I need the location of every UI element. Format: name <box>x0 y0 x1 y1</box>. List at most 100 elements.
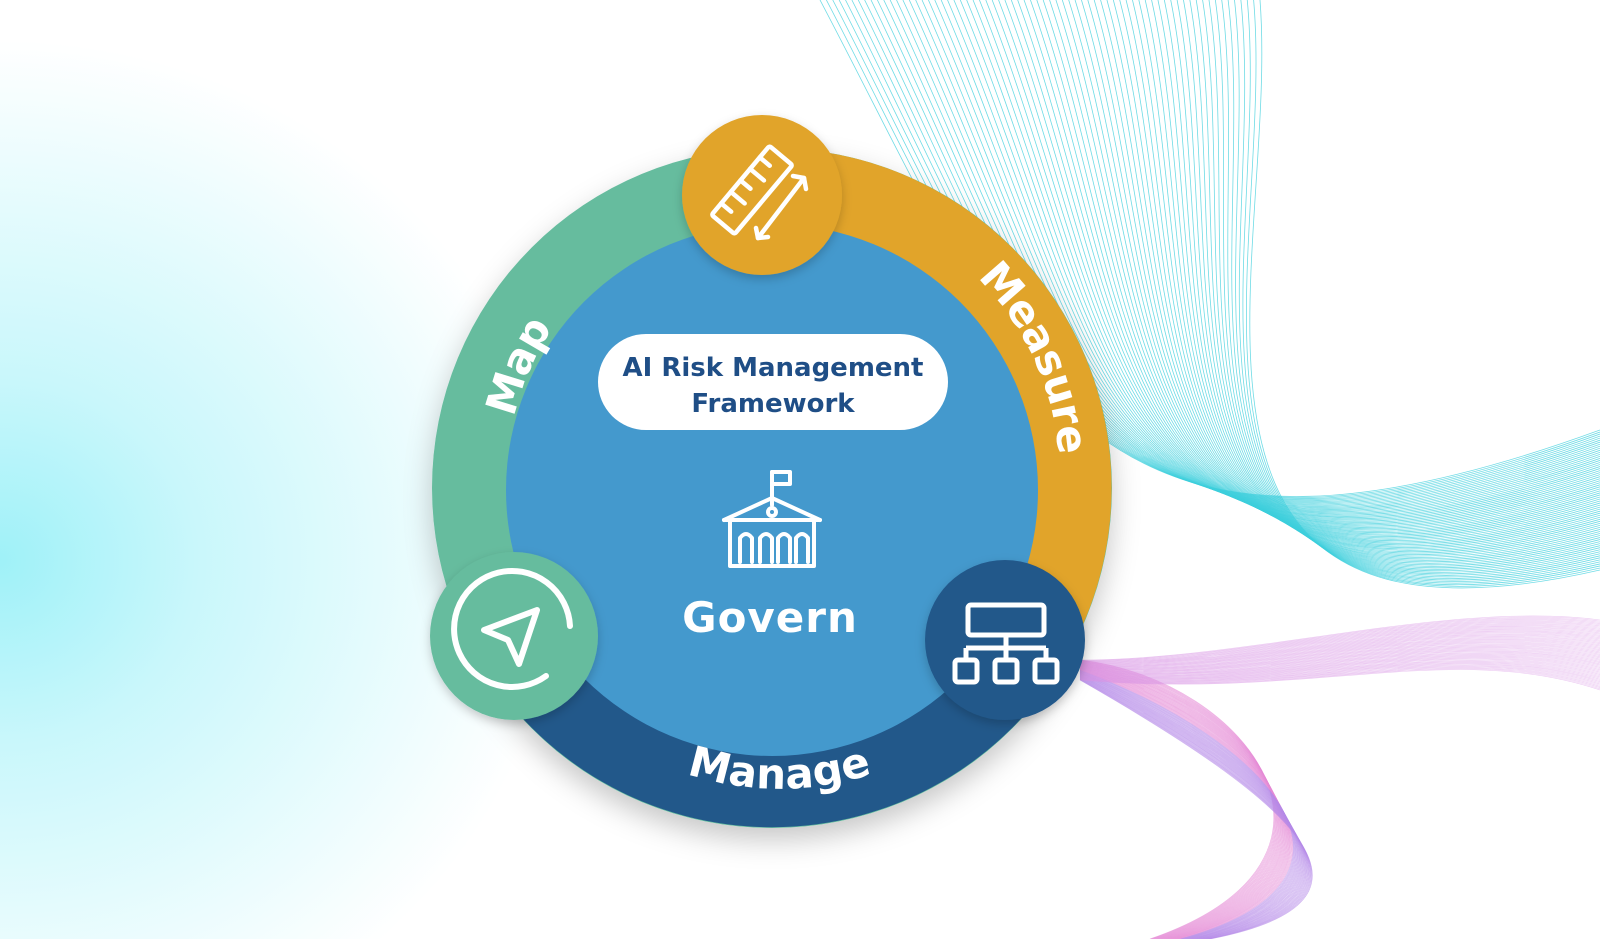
wave-line-purple <box>1079 623 1600 664</box>
wave-line-cyan <box>1189 0 1600 572</box>
wave-line-cyan <box>947 0 1600 520</box>
wave-line-purple <box>1079 624 1600 664</box>
title-pill <box>598 334 948 430</box>
wave-line-purple <box>1079 662 1600 681</box>
wave-line-cyan <box>1246 0 1600 587</box>
wave-line-purple <box>1079 635 1600 668</box>
wave-line-cyan <box>1010 0 1600 532</box>
wave-line-purple <box>1079 626 1600 665</box>
wave-line-cyan <box>864 0 1600 505</box>
wave-line-purple <box>1079 651 1600 675</box>
wave-line-cyan <box>985 0 1600 527</box>
wave-line-purple <box>1079 628 1600 665</box>
wave-line-purple <box>1079 634 1600 668</box>
wave-line-purple <box>1079 620 1600 662</box>
wave-line-purple <box>1079 660 1600 680</box>
wave-line-cyan <box>915 0 1600 514</box>
wave-line-purple <box>1079 639 1600 670</box>
wave-line-cyan <box>1068 0 1600 544</box>
wave-line-purple <box>1079 649 1600 675</box>
title-line-1: AI Risk Management <box>623 353 924 383</box>
wave-line-purple <box>1079 650 1600 675</box>
wave-line-cyan <box>1106 0 1600 553</box>
wave-line-purple <box>1079 618 1600 662</box>
wave-line-purple <box>1079 669 1600 691</box>
wave-line-purple <box>1079 629 1600 666</box>
wave-line-cyan <box>1004 0 1600 531</box>
wave-line-purple <box>1079 653 1600 677</box>
wave-line-cyan <box>991 0 1600 528</box>
wave-line-purple <box>1079 627 1600 665</box>
wave-line-cyan <box>1030 0 1600 536</box>
wave-line-purple <box>1079 641 1600 671</box>
wave-line-cyan <box>1119 0 1600 555</box>
wave-line-purple <box>1079 633 1600 668</box>
wave-line-purple <box>1079 617 1600 661</box>
wave-line-cyan <box>1157 0 1600 564</box>
wave-line-purple <box>1079 643 1600 672</box>
wave-line-purple <box>1079 615 1600 661</box>
wave-line-cyan <box>1176 0 1600 569</box>
wave-line-cyan <box>1055 0 1600 542</box>
wave-line-purple <box>1079 622 1600 663</box>
wave-line-cyan <box>870 0 1600 506</box>
wave-line-cyan <box>1238 0 1600 584</box>
wave-line-cyan <box>1144 0 1600 561</box>
wave-line-purple <box>1079 648 1600 674</box>
wave-line-pink <box>1079 679 1313 939</box>
wave-line-cyan <box>998 0 1600 530</box>
wave-line-purple <box>1079 621 1600 663</box>
wave-line-cyan <box>902 0 1600 511</box>
wave-line-purple <box>1079 661 1600 681</box>
wave-line-cyan <box>908 0 1600 513</box>
wave-line-cyan <box>1023 0 1600 535</box>
wave-line-cyan <box>1081 0 1600 547</box>
wave-line-purple <box>1079 631 1600 667</box>
wave-line-purple <box>1079 633 1600 667</box>
wave-line-cyan <box>1074 0 1600 546</box>
wave-line-cyan <box>1049 0 1600 540</box>
wave-line-purple <box>1079 619 1600 662</box>
wave-line-purple <box>1079 664 1600 684</box>
ruler-measure-icon <box>710 144 809 241</box>
wave-line-cyan <box>883 0 1600 508</box>
wave-line-cyan <box>979 0 1600 526</box>
wave-line-purple <box>1079 668 1600 690</box>
wave-line-cyan <box>972 0 1600 525</box>
wave-line-cyan <box>896 0 1600 510</box>
wave-line-purple <box>1079 659 1600 679</box>
wave-line-purple <box>1079 616 1600 661</box>
wave-line-cyan <box>953 0 1600 521</box>
wave-line-purple <box>1079 653 1600 676</box>
wave-line-cyan <box>1170 0 1600 567</box>
wave-line-purple <box>1079 654 1600 677</box>
wave-line-cyan <box>959 0 1600 522</box>
wave-line-purple <box>1079 667 1600 688</box>
wave-line-cyan <box>921 0 1600 515</box>
hierarchy-chart-icon <box>952 602 1060 685</box>
wave-line-purple <box>1079 630 1600 666</box>
wave-line-cyan <box>1242 0 1600 586</box>
wave-line-cyan <box>1132 0 1600 558</box>
wave-line-purple <box>1079 640 1600 670</box>
wave-line-cyan <box>966 0 1600 523</box>
wave-line-cyan <box>1138 0 1600 560</box>
wave-line-cyan <box>1087 0 1600 548</box>
wave-line-cyan <box>877 0 1600 507</box>
wave-line-purple <box>1079 647 1600 674</box>
wave-line-purple <box>1079 659 1600 680</box>
wave-line-purple <box>1079 665 1600 686</box>
wave-line-cyan <box>1208 0 1600 576</box>
measure-icon-circle <box>682 115 842 275</box>
wave-line-cyan <box>940 0 1600 519</box>
wave-line-purple <box>1079 646 1600 673</box>
wave-line-purple <box>1079 663 1600 682</box>
wave-line-purple <box>1079 632 1600 667</box>
wave-line-purple <box>1079 645 1600 673</box>
title-line-2: Framework <box>691 389 855 419</box>
wave-line-purple <box>1079 636 1600 669</box>
wave-line-cyan <box>934 0 1600 517</box>
wave-line-cyan <box>1221 0 1600 579</box>
wave-line-cyan <box>928 0 1600 516</box>
